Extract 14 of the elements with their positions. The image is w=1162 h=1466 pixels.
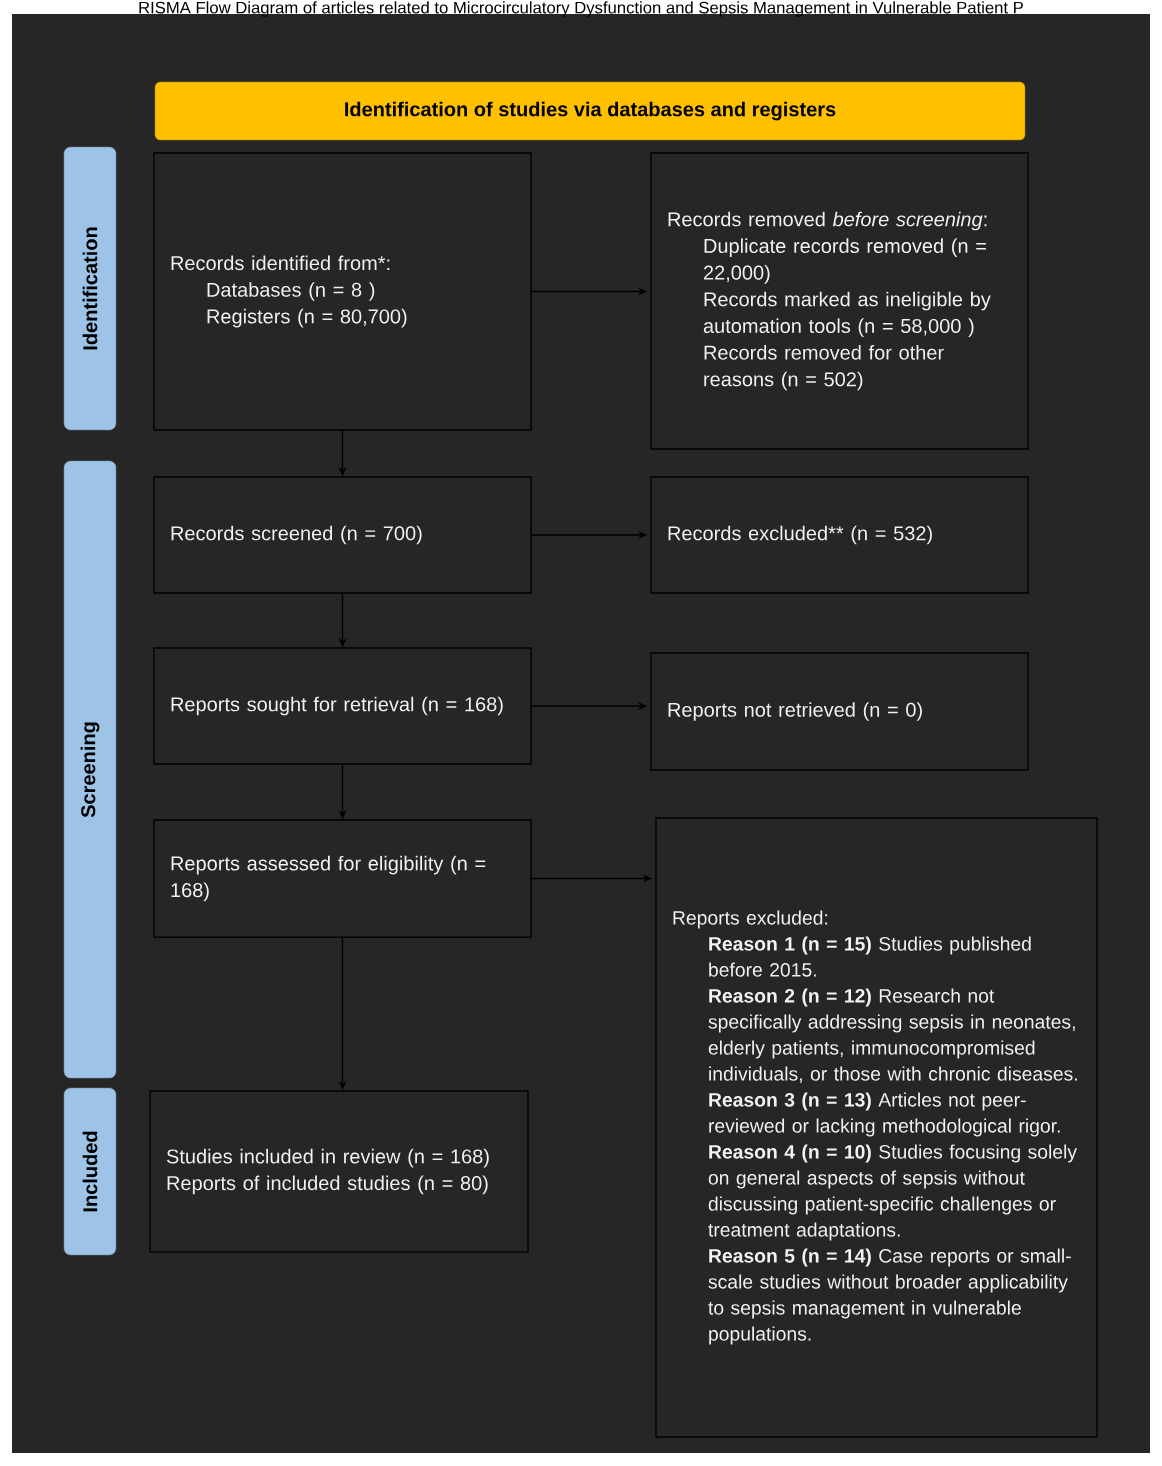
process-box: Records identified from*: Databases (n = 8 ) Registers (n = 80,700)	[153, 152, 532, 431]
process-box: Reports excluded: Reason 1 (n = 15) Studies published before 2015. Reason 2 (n = 12) Research not specifically addressing sepsis in neonates, elderly patients, immunocompromised individuals, or those with chronic diseases. Reason 3 (n = 13) Articles not peer-reviewed or lacking methodological rigor. Reason 4 (n = 10) Studies focusing solely on general aspects of sepsis without discussing patient-specific challenges or treatment adaptations. Reason 5 (n = 14) Case reports or small-scale studies without broader applicability to sepsis management in vulnerable populations.	[655, 817, 1098, 1438]
title: RISMA Flow Diagram of articles related to Microcirculatory Dysfunction and Sepsis Management in Vulnerable Patient P	[139, 1, 1023, 17]
process-box: Reports not retrieved (n = 0)	[650, 652, 1029, 771]
process-box: Records removed before screening: Duplicate records removed (n = 22,000) Records marked as ineligible by automation tools (n = 58,000 ) Records removed for other reasons (n = 502)	[650, 152, 1029, 450]
process-box: Records excluded** (n = 532)	[650, 476, 1029, 594]
process-box: Reports assessed for eligibility (n = 168)	[153, 819, 532, 938]
stage-band: Screening	[63, 460, 117, 1079]
process-box: Reports sought for retrieval (n = 168)	[153, 647, 532, 765]
process-box: Records screened (n = 700)	[153, 476, 532, 594]
title-banner: Identification of studies via databases and registers	[154, 81, 1026, 141]
stage-band: Included	[63, 1087, 117, 1256]
stage-band: Identification	[63, 146, 117, 431]
process-box: Studies included in review (n = 168) Reports of included studies (n = 80)	[149, 1090, 529, 1253]
